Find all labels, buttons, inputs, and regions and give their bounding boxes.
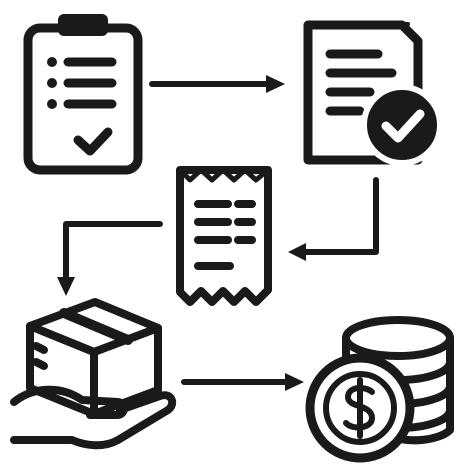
dollar-coin-inner-ring [323,371,397,445]
receipt-icon [176,166,272,306]
receipt-top-edge [177,167,271,183]
checklist-bullet [47,99,57,109]
approved-document-icon [303,20,443,166]
checklist-bullet [47,57,57,67]
receipt-paper [176,166,272,306]
flow-arrow-checklist-to-approved [149,75,285,93]
flow-arrow-receipt-to-delivery [57,221,163,296]
flow-arrow-approved-to-receipt [288,177,379,261]
check-mark [73,127,113,156]
checklist-bullet [47,78,57,88]
box-right-side [90,324,162,418]
dollar-sign [343,377,375,439]
hand-outline [10,385,177,450]
coin-stack-top [342,316,454,360]
box-tape [59,308,133,345]
box-detail [32,358,48,370]
flow-arrow-delivery-to-payment [181,373,304,391]
badge-check-mark [381,109,425,143]
dollar-coins-icon [305,316,454,463]
approval-badge [361,84,443,166]
clipboard-checklist-icon [23,14,143,175]
clipboard-clip [58,14,108,36]
package-in-hand-icon [10,298,177,450]
box-detail [32,342,48,354]
